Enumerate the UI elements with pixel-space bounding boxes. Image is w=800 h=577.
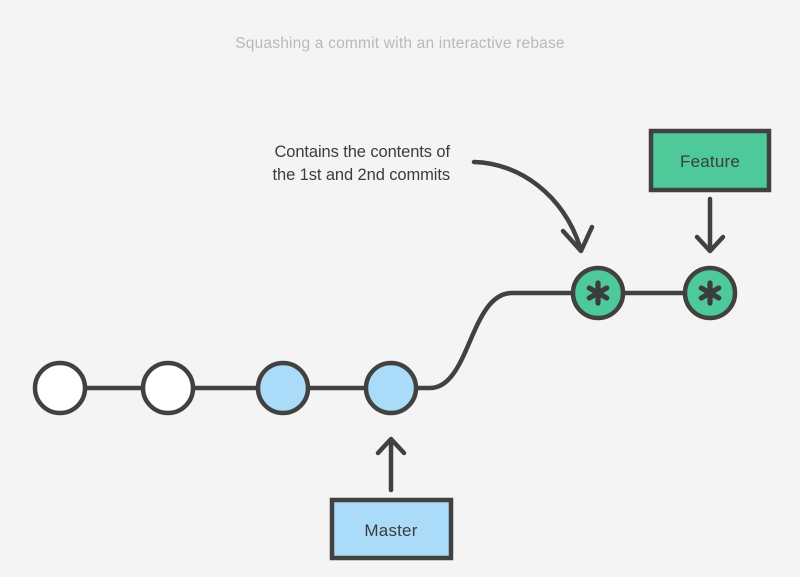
page-title: Squashing a commit with an interactive r… xyxy=(235,35,565,52)
asterisk-icon xyxy=(698,280,722,306)
master-label-text: Master xyxy=(364,521,417,540)
commit-node-6[interactable] xyxy=(682,265,738,321)
arrow-up-icon xyxy=(375,436,407,493)
commit-node-5[interactable] xyxy=(570,265,626,321)
commit-node-3[interactable] xyxy=(255,360,311,416)
commit-node-4[interactable] xyxy=(363,360,419,416)
master-branch-label[interactable]: Master xyxy=(329,497,454,561)
commit-node-2[interactable] xyxy=(140,360,196,416)
feature-branch-curve xyxy=(388,290,601,391)
annotation-line-2: the 1st and 2nd commits xyxy=(273,166,450,184)
asterisk-icon xyxy=(586,280,610,306)
feature-branch-label[interactable]: Feature xyxy=(648,128,772,193)
curved-arrow-icon xyxy=(471,159,595,254)
commit-node-1[interactable] xyxy=(32,360,88,416)
annotation-text: Contains the contents of the 1st and 2nd… xyxy=(273,143,451,184)
feature-label-text: Feature xyxy=(680,152,740,171)
arrow-down-icon xyxy=(694,196,726,254)
annotation-line-1: Contains the contents of xyxy=(274,143,450,161)
